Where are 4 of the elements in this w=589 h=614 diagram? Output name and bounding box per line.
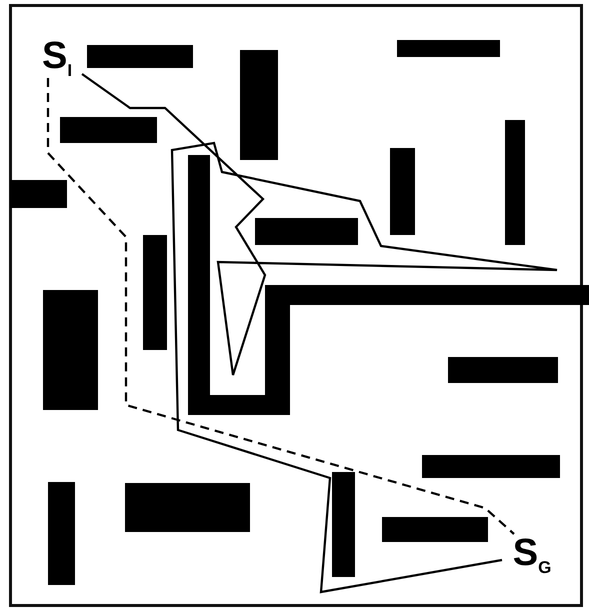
- path-line: [81, 73, 558, 594]
- state-label: S$_{I}$: [32, 38, 82, 78]
- state-label: S$_{G}$: [502, 534, 562, 576]
- dashed-path: [46, 78, 515, 535]
